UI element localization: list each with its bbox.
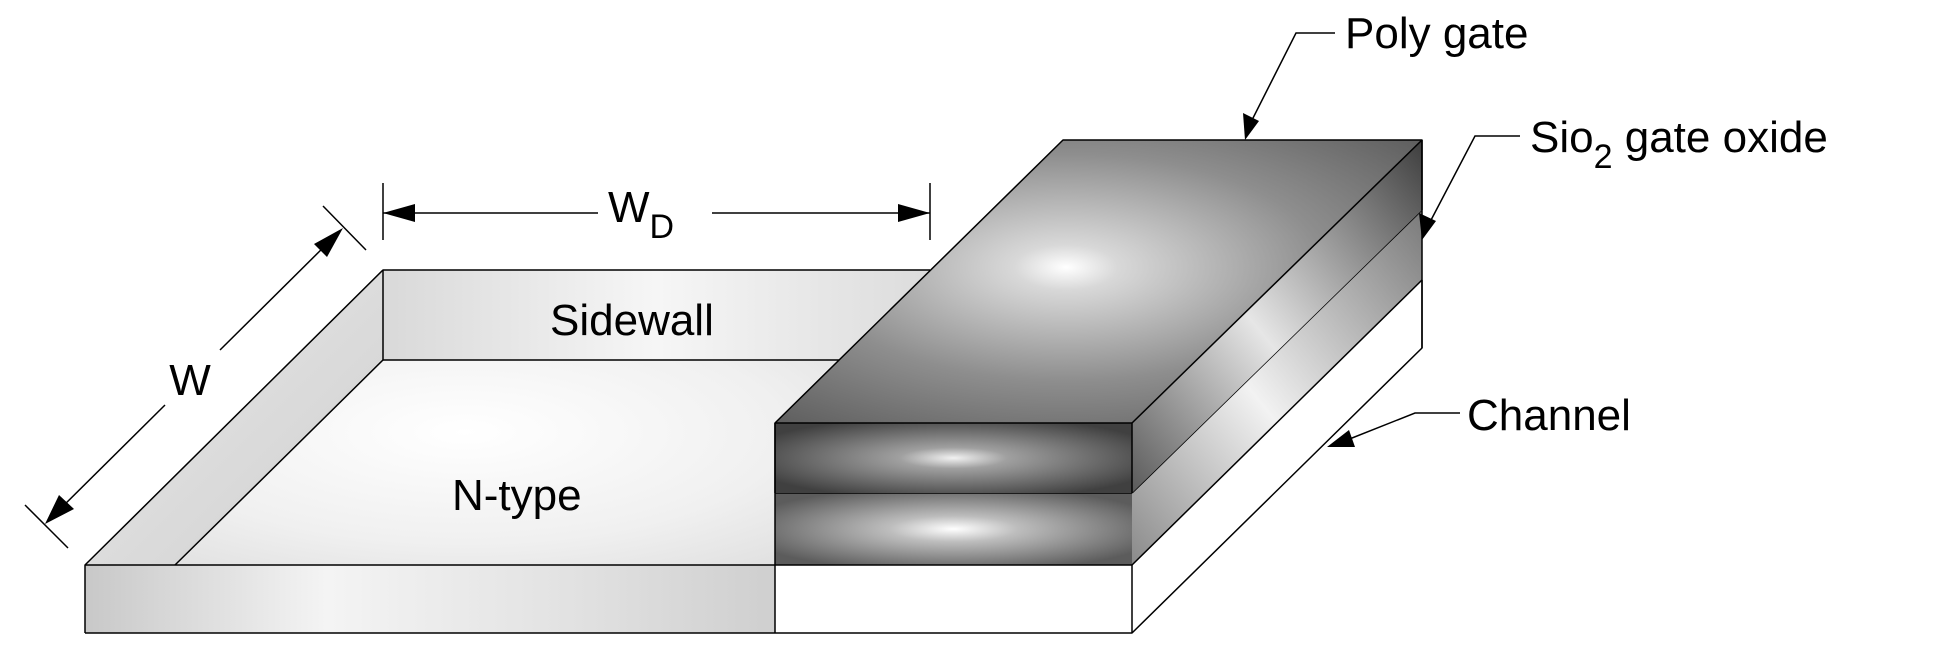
dimension-wd: WD	[382, 183, 931, 246]
sidewall-label: Sidewall	[550, 296, 714, 345]
poly-gate-label: Poly gate	[1345, 9, 1528, 58]
poly-gate-top-face	[775, 140, 1422, 423]
w-dimension-line-upper	[219, 231, 340, 351]
w-extension-bottom	[24, 504, 69, 549]
dimension-w: W	[24, 205, 367, 549]
poly-gate-arrow	[1243, 113, 1259, 140]
channel-side-face	[1132, 280, 1422, 633]
w-label: W	[169, 356, 211, 405]
n-type-front-face	[85, 565, 775, 633]
poly-gate-diagonal-edge	[1131, 139, 1423, 424]
oxide-side-bottom-edge	[1131, 279, 1423, 566]
gate-oxide-label: Sio2 gate oxide	[1530, 113, 1828, 176]
wd-label: WD	[608, 183, 674, 246]
n-type-inner-diagonal	[174, 359, 384, 566]
oxide-side-face	[1132, 210, 1422, 565]
w-arrow-bottom	[45, 495, 74, 524]
channel-arrow	[1327, 430, 1355, 447]
gate-oxide-leader	[1429, 135, 1520, 223]
w-dimension-line-lower	[48, 404, 166, 521]
n-type-region	[84, 269, 930, 634]
channel-front-face	[775, 565, 1132, 633]
oxide-front-face	[775, 493, 1132, 565]
poly-gate-leader	[1249, 32, 1335, 125]
gate-oxide-callout: Sio2 gate oxide	[1419, 113, 1828, 240]
poly-gate-front-face	[775, 423, 1132, 493]
poly-gate-side-face	[1132, 140, 1422, 493]
channel-leader	[1346, 412, 1460, 441]
w-arrow-top	[314, 228, 343, 257]
wd-arrow-right	[898, 204, 930, 222]
poly-gate-callout: Poly gate	[1243, 9, 1528, 140]
sidewall-face	[383, 270, 930, 360]
channel-callout: Channel	[1327, 391, 1631, 447]
poly-gate-block	[774, 139, 1423, 565]
n-type-outline	[84, 269, 930, 633]
n-type-label: N-type	[452, 471, 582, 520]
wd-arrow-left	[383, 204, 415, 222]
w-extension-top	[322, 205, 367, 251]
channel-label: Channel	[1467, 391, 1631, 440]
gate-oxide-arrow	[1419, 213, 1436, 240]
